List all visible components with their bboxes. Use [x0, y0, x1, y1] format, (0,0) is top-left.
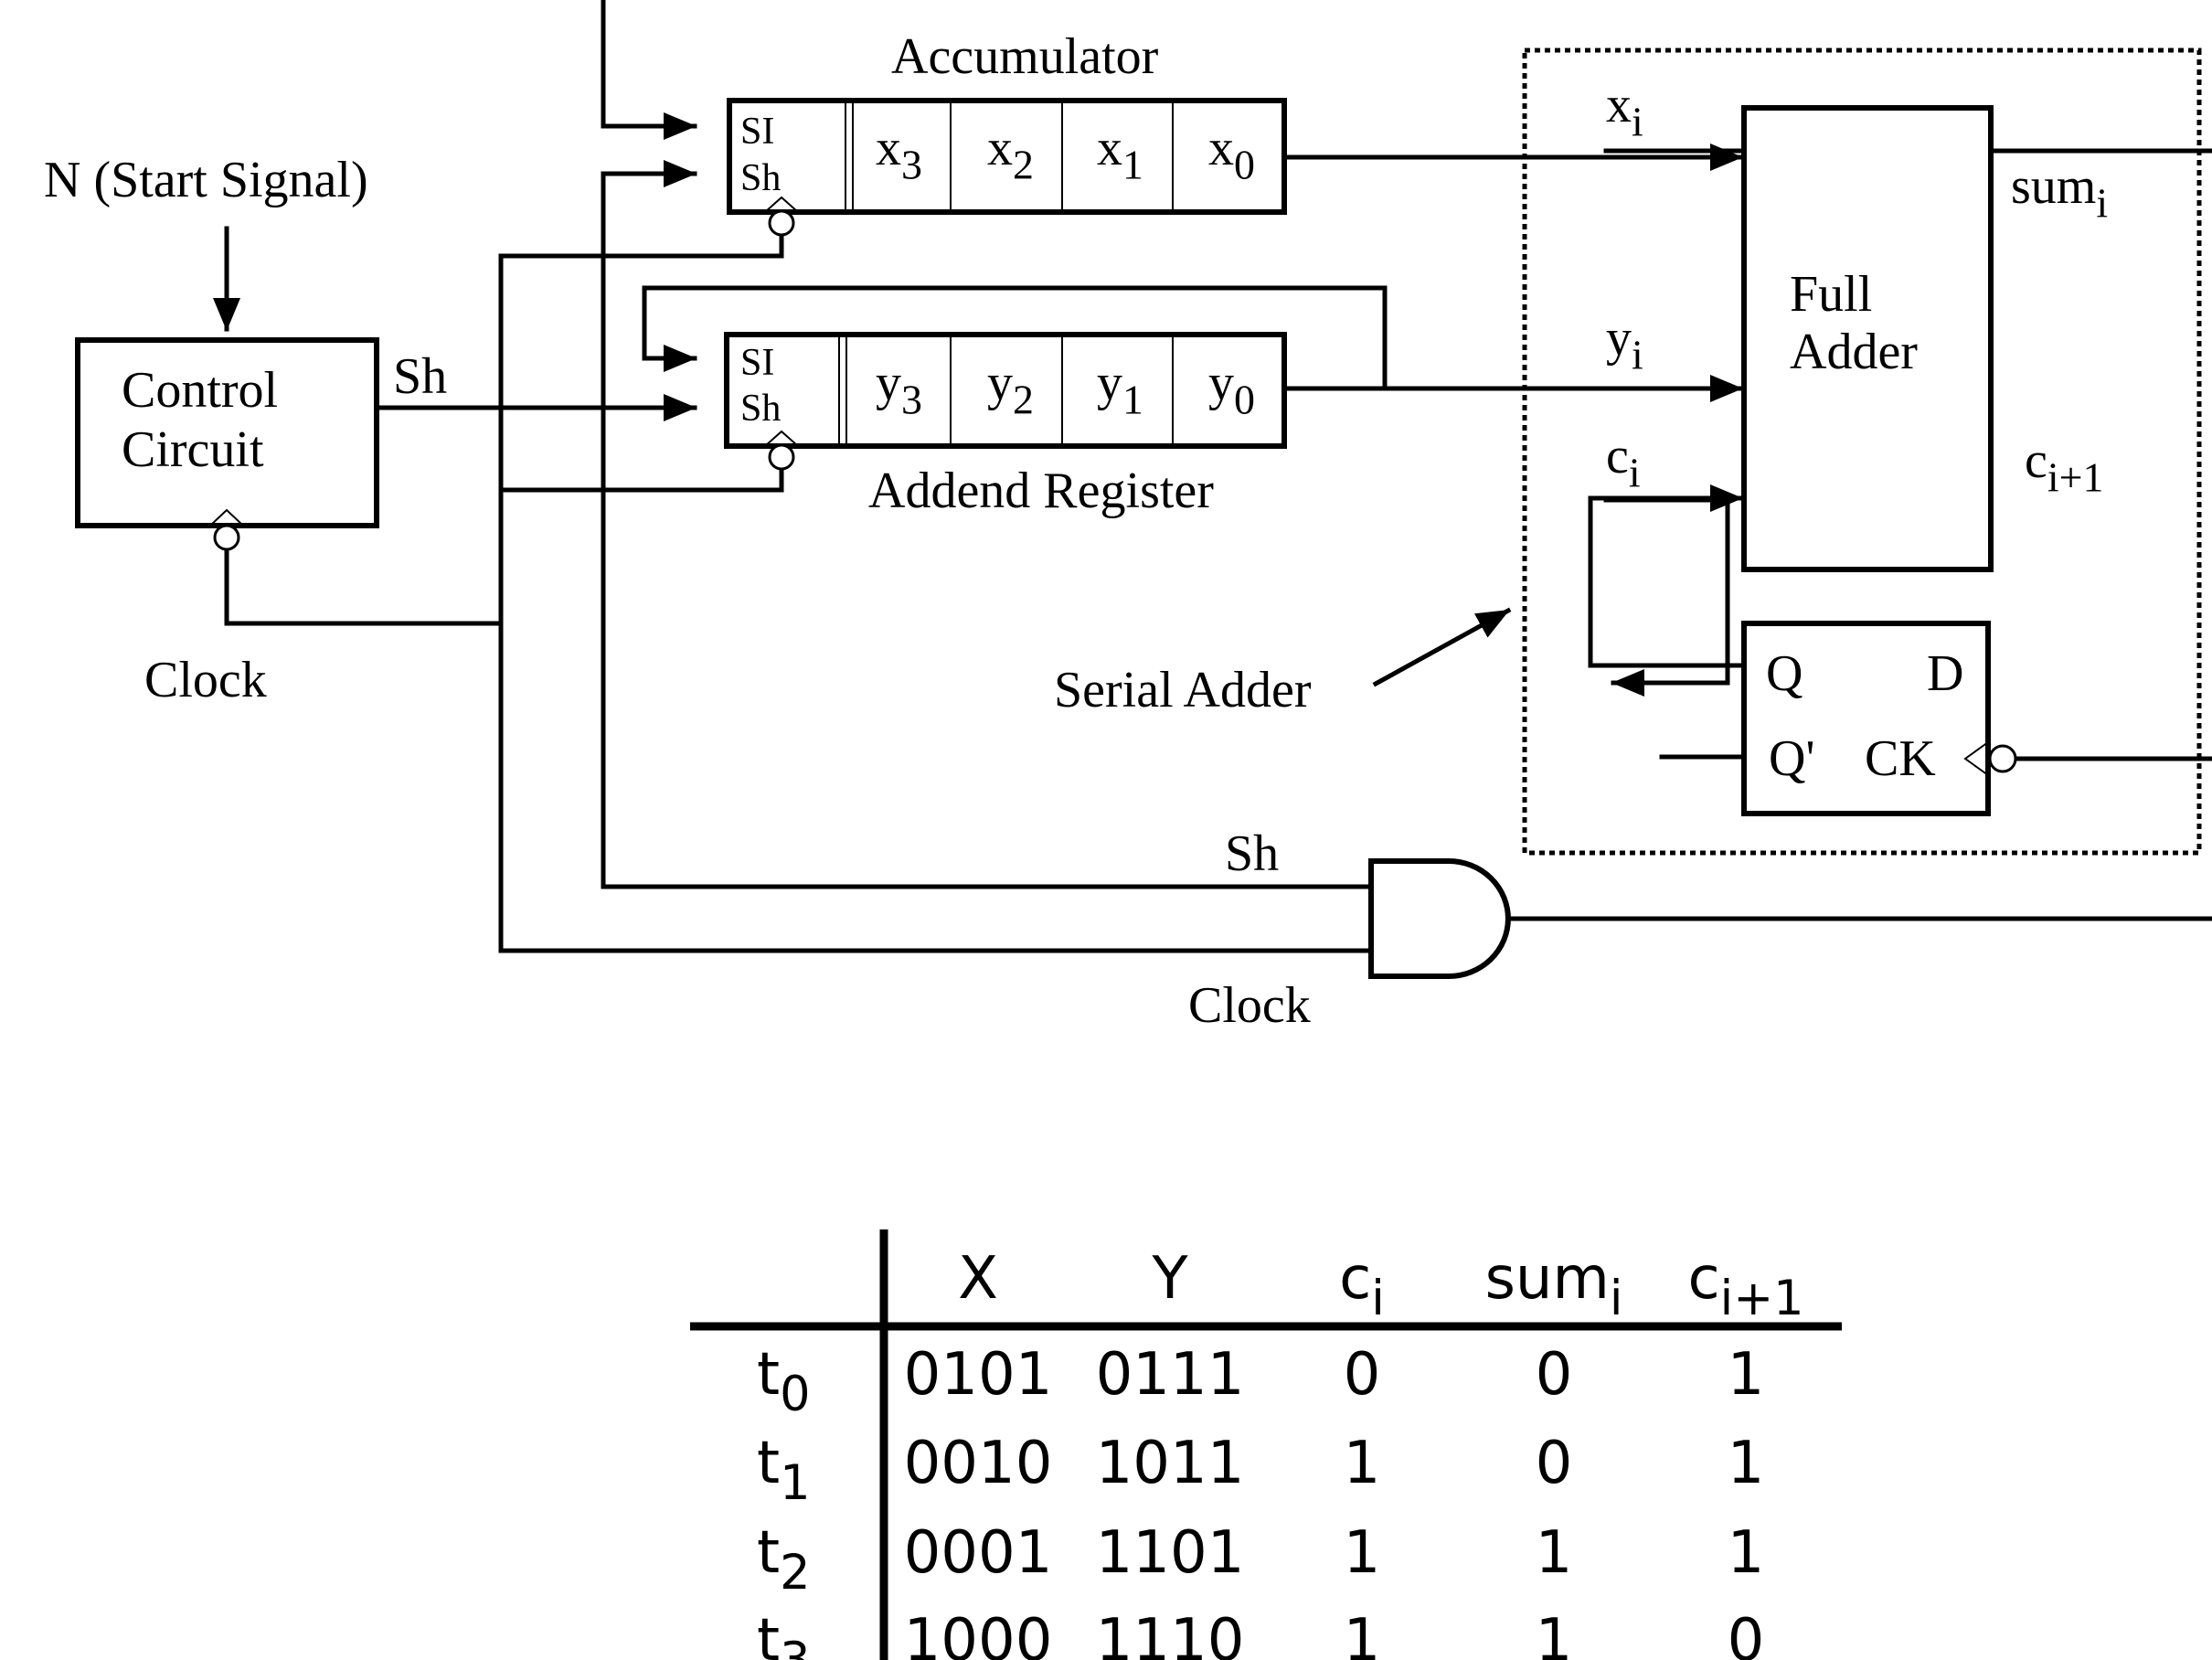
- yi-label: yi: [1606, 310, 1643, 378]
- control-circuit-label-1: Control: [122, 362, 278, 419]
- ff-clock-bubble-icon: [1988, 744, 2017, 773]
- table-cell: 0: [1728, 1607, 1765, 1660]
- table-cell: 0010: [904, 1430, 1053, 1497]
- addend-clock-bubble-icon: [768, 443, 795, 471]
- accumulator-cell: x2: [987, 120, 1034, 188]
- control-circuit-label-2: Circuit: [122, 421, 264, 478]
- table-header: sumi: [1485, 1245, 1623, 1326]
- sumi-label: sumi: [2011, 158, 2108, 227]
- table-cell: 1: [1344, 1519, 1381, 1587]
- accumulator-cell: x1: [1097, 120, 1143, 188]
- table-cell: 0111: [1096, 1341, 1245, 1409]
- serial-adder-boundary: [1522, 48, 2202, 856]
- ff-q: Q: [1766, 645, 1803, 702]
- addend-cell: y1: [1097, 355, 1143, 423]
- table-header: Y: [1151, 1245, 1188, 1313]
- ci-label: ci: [1606, 428, 1641, 496]
- table-cell: 1011: [1096, 1430, 1245, 1497]
- serial-adder-label: Serial Adder: [1054, 662, 1312, 718]
- addend-si: SI: [740, 342, 774, 384]
- ff-ck: CK: [1865, 730, 1936, 787]
- and-sh-label: Sh: [1225, 825, 1279, 882]
- sh-output-label: Sh: [393, 348, 447, 405]
- addend-cell: y2: [987, 355, 1034, 423]
- table-header: ci+1: [1687, 1245, 1803, 1326]
- table-cell: 0: [1344, 1341, 1381, 1409]
- table-cell: 1: [1344, 1430, 1381, 1497]
- wires: [213, 0, 2212, 953]
- addend-cell: y0: [1208, 355, 1255, 423]
- accumulator-register: Accumulator SI Sh x3 x2 x1 x0: [727, 28, 1287, 237]
- accumulator-sh: Sh: [740, 157, 781, 199]
- ff-qprime: Q': [1769, 730, 1815, 787]
- table-header: ci: [1339, 1245, 1385, 1326]
- ci1-label: ci+1: [2025, 432, 2103, 501]
- full-adder-label-2: Adder: [1790, 324, 1918, 380]
- addend-register: SI Sh Addend Register y3 y2 y1 y0: [724, 332, 1287, 519]
- table-row-time: t0: [757, 1341, 810, 1422]
- addend-sh: Sh: [740, 388, 781, 430]
- start-signal-label: N (Start Signal): [44, 152, 368, 208]
- accumulator-cell: x0: [1208, 120, 1255, 188]
- table-cell: 1: [1728, 1430, 1765, 1497]
- acc-clock-bubble-icon: [768, 209, 795, 237]
- table-cell: 1101: [1096, 1519, 1245, 1587]
- table-cell: 1: [1536, 1607, 1573, 1660]
- table-header: X: [958, 1245, 998, 1313]
- and-gate: [1368, 858, 1511, 979]
- d-flipflop: Q D Q' CK: [1741, 621, 2017, 816]
- table-row-time: t2: [757, 1519, 810, 1601]
- table-cell: 1: [1344, 1607, 1381, 1660]
- clock-bubble-icon: [213, 524, 240, 551]
- control-circuit: Control Circuit: [75, 337, 379, 551]
- table-cell: 1: [1728, 1341, 1765, 1409]
- full-adder-label-1: Full: [1790, 266, 1872, 323]
- control-clock-label: Clock: [144, 652, 267, 708]
- table-cell: 0: [1536, 1341, 1573, 1409]
- table-cell: 1: [1728, 1519, 1765, 1587]
- addend-title: Addend Register: [868, 463, 1214, 519]
- xi-label: xi: [1606, 77, 1643, 145]
- and-clock-label: Clock: [1188, 977, 1311, 1034]
- full-adder: Full Adder: [1741, 105, 1994, 572]
- table-cell: 1000: [904, 1607, 1053, 1660]
- table-cell: 0001: [904, 1519, 1053, 1587]
- accumulator-si: SI: [740, 111, 774, 153]
- ff-d: D: [1927, 645, 1963, 702]
- table-cell: 0: [1536, 1430, 1573, 1497]
- accumulator-title: Accumulator: [891, 28, 1159, 85]
- table-row-time: t3: [757, 1607, 810, 1660]
- accumulator-cell: x3: [876, 120, 922, 188]
- table-row-time: t1: [757, 1430, 810, 1511]
- table-cell: 1: [1536, 1519, 1573, 1587]
- table-cell: 0101: [904, 1341, 1053, 1409]
- table-cell: 1110: [1096, 1607, 1245, 1660]
- addend-cell: y3: [876, 355, 922, 423]
